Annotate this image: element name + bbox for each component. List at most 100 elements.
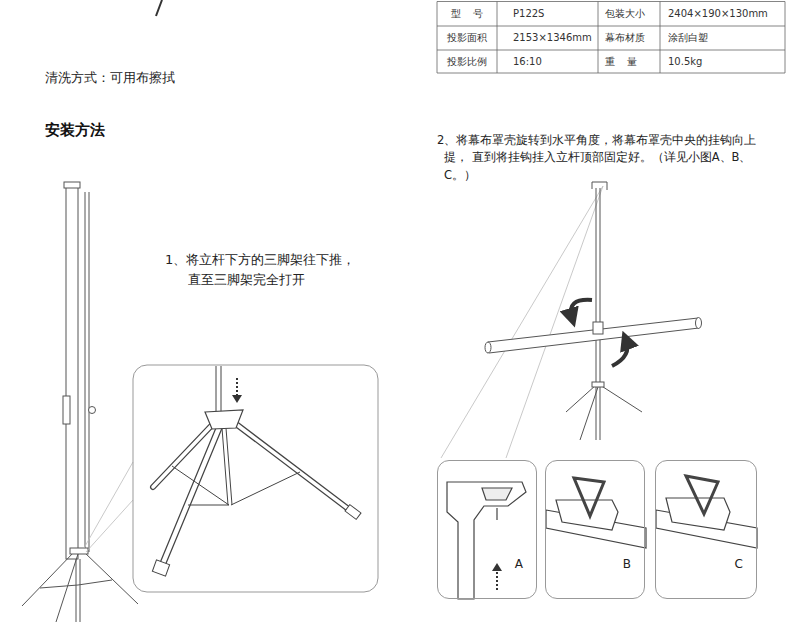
detail-panel: A xyxy=(437,460,537,599)
stand-pole xyxy=(600,188,601,440)
tripod-brace xyxy=(231,472,300,505)
table-cell: 型 号 xyxy=(437,2,497,26)
table-cell: 包装大小 xyxy=(598,2,660,26)
hook-loop xyxy=(574,478,604,516)
table-cell: P122S xyxy=(497,2,598,26)
tripod-brace xyxy=(172,466,229,505)
tripod-leg xyxy=(56,554,78,622)
tripod-hub xyxy=(70,548,88,554)
tripod-leg xyxy=(22,552,74,606)
tripod-brace xyxy=(40,585,78,588)
tripod-hub xyxy=(592,382,604,387)
lift-arrowhead xyxy=(492,563,502,571)
step-instruction: 1、将立杆下方的三脚架往下推， 直至三脚架完全打开 xyxy=(165,250,363,289)
leg-foot xyxy=(152,560,169,576)
stand-knob xyxy=(89,407,96,414)
housing-end xyxy=(696,318,702,329)
tripod-leg xyxy=(236,424,355,514)
top-hook xyxy=(592,182,607,190)
detail-panel: C xyxy=(655,460,757,599)
hook-detail-c xyxy=(656,476,757,548)
table-cell: 2404×190×130mm xyxy=(660,2,785,26)
tripod-leg xyxy=(161,428,219,568)
table-cell: 投影面积 xyxy=(437,26,497,50)
pole xyxy=(221,366,222,413)
table-line xyxy=(437,73,785,74)
table-line xyxy=(660,2,661,74)
panel-letter: A xyxy=(514,557,524,571)
panel-letter: C xyxy=(734,557,744,571)
screen-housing xyxy=(66,187,78,559)
rotate-arrow xyxy=(612,340,627,366)
panel-letter: B xyxy=(622,557,632,571)
lift-arrow xyxy=(496,570,498,590)
table-line xyxy=(598,2,599,74)
zoom-line xyxy=(441,186,603,458)
zoom-lines xyxy=(84,462,133,552)
table-cell: 重 量 xyxy=(598,50,660,74)
screen-housing xyxy=(488,318,699,353)
tripod-brace xyxy=(78,580,112,585)
tripod-leg xyxy=(580,387,598,440)
stand-pole xyxy=(89,192,90,552)
zoom-line xyxy=(506,186,603,458)
table-line xyxy=(497,2,498,74)
tripod-leg xyxy=(84,552,138,604)
zoom-lines xyxy=(441,186,603,458)
stand-pole xyxy=(596,188,597,440)
hook-cap xyxy=(556,500,618,530)
center-pole xyxy=(226,428,232,505)
table-line xyxy=(437,50,785,51)
rotated-screen-stand xyxy=(485,182,702,440)
table-line xyxy=(437,2,438,74)
tripod-leg xyxy=(161,428,219,568)
zoom-line xyxy=(86,500,133,552)
detail-panel: B xyxy=(545,460,645,599)
table-cell: 16:10 xyxy=(497,50,598,74)
leg-foot xyxy=(345,505,361,520)
push-down-arrow xyxy=(236,378,238,396)
section-heading: 安装方法 xyxy=(45,120,105,141)
tripod-hub xyxy=(205,410,243,429)
tripod-leg xyxy=(153,425,212,487)
hook-loop xyxy=(686,476,718,514)
tripod-leg xyxy=(236,424,355,514)
fragment-line xyxy=(156,0,162,16)
tripod-leg xyxy=(153,425,212,487)
hook-detail-a xyxy=(447,482,526,599)
tripod-leg xyxy=(566,385,596,412)
push-down-arrowhead xyxy=(232,395,242,403)
tripod-detail xyxy=(152,366,361,576)
hook-slot xyxy=(482,488,512,500)
stand-pole xyxy=(80,559,81,622)
tripod-brace xyxy=(188,505,229,506)
step-instruction: 2、将幕布罩壳旋转到水平角度，将幕布罩壳中央的挂钩向上提， 直到将挂钩挂入立杆顶… xyxy=(437,132,773,184)
table-cell: 涂刮白塑 xyxy=(660,26,785,50)
pole xyxy=(216,366,217,413)
zoom-line xyxy=(84,462,133,548)
housing-bracket xyxy=(63,396,70,424)
housing-cap xyxy=(64,182,80,188)
hook-detail-b xyxy=(546,478,646,548)
upright-screen-stand xyxy=(22,182,138,622)
cleaning-note: 清洗方式：可用布擦拭 xyxy=(45,69,175,87)
table-line xyxy=(437,1,785,2)
rotate-arrow xyxy=(571,300,592,318)
table-line xyxy=(437,26,785,27)
table-cell: 投影比例 xyxy=(437,50,497,74)
stand-pole xyxy=(76,559,77,622)
housing-clamp xyxy=(593,322,603,334)
table-cell: 幕布材质 xyxy=(598,26,660,50)
table-line xyxy=(785,2,786,74)
hook-pin xyxy=(496,508,497,520)
table-cell: 2153×1346mm xyxy=(497,26,598,50)
table-cell: 10.5kg xyxy=(660,50,785,74)
spec-table-grid xyxy=(437,2,785,74)
housing-end xyxy=(485,342,491,353)
stand-pole xyxy=(85,192,86,552)
detail-inset-frame xyxy=(133,365,378,592)
hook-cap xyxy=(447,482,526,599)
